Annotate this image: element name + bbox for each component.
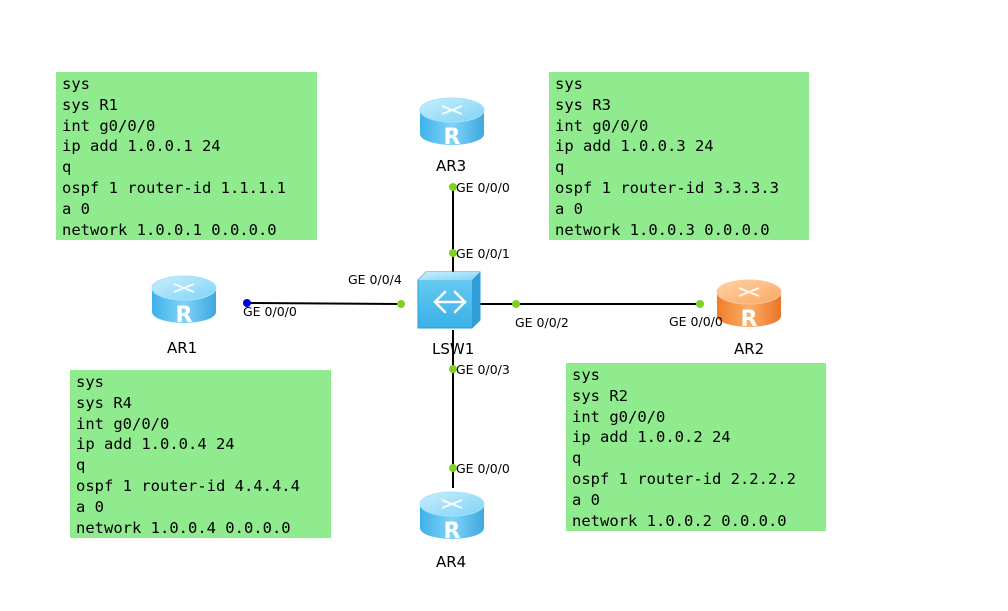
router-ar3-icon[interactable]: R bbox=[419, 97, 485, 150]
config-line: ip add 1.0.0.3 24 bbox=[555, 137, 714, 156]
config-line: int g0/0/0 bbox=[572, 407, 666, 426]
device-label-ar4: AR4 bbox=[436, 553, 467, 571]
config-line: sys bbox=[555, 75, 583, 93]
config-line: a 0 bbox=[555, 199, 583, 218]
port-dot-lsw-g002 bbox=[512, 300, 520, 308]
config-line: a 0 bbox=[572, 490, 600, 509]
config-line: ospf 1 router-id 2.2.2.2 bbox=[572, 469, 796, 488]
port-dot-ar4 bbox=[449, 464, 457, 472]
config-line: a 0 bbox=[62, 199, 90, 218]
port-label-lsw-g003: GE 0/0/3 bbox=[456, 362, 510, 377]
config-box-r3: sys sys R3 int g0/0/0 ip add 1.0.0.3 24 … bbox=[549, 72, 809, 240]
port-label-lsw-g002: GE 0/0/2 bbox=[515, 315, 569, 330]
config-line: int g0/0/0 bbox=[555, 116, 649, 135]
config-line: ospf 1 router-id 3.3.3.3 bbox=[555, 178, 779, 197]
config-line: a 0 bbox=[76, 497, 104, 516]
port-dot-lsw-g004 bbox=[397, 300, 405, 308]
router-ar1-icon[interactable]: R bbox=[151, 275, 217, 328]
config-line: int g0/0/0 bbox=[62, 116, 156, 135]
config-line: network 1.0.0.1 0.0.0.0 bbox=[62, 220, 277, 239]
port-label-ar1-g000: GE 0/0/0 bbox=[243, 304, 297, 319]
port-label-lsw-g004: GE 0/0/4 bbox=[348, 272, 402, 287]
config-line: network 1.0.0.2 0.0.0.0 bbox=[572, 511, 787, 530]
link-ar1-lsw1 bbox=[246, 302, 402, 305]
config-line: ospf 1 router-id 4.4.4.4 bbox=[76, 476, 300, 495]
device-label-ar1: AR1 bbox=[167, 339, 198, 357]
config-line: sys bbox=[76, 373, 104, 391]
port-dot-ar1 bbox=[243, 299, 251, 307]
device-label-lsw1: LSW1 bbox=[432, 340, 475, 358]
config-line: q bbox=[76, 456, 86, 475]
config-line: ip add 1.0.0.4 24 bbox=[76, 435, 235, 454]
port-label-ar4-g000: GE 0/0/0 bbox=[456, 461, 510, 476]
device-label-ar3: AR3 bbox=[436, 157, 467, 175]
config-line: network 1.0.0.3 0.0.0.0 bbox=[555, 220, 770, 239]
config-line: q bbox=[572, 449, 582, 468]
config-line: sys R3 bbox=[555, 95, 611, 114]
config-box-r2: sys sys R2 int g0/0/0 ip add 1.0.0.2 24 … bbox=[566, 363, 826, 531]
device-label-ar2: AR2 bbox=[734, 340, 765, 358]
port-label-ar2-g000: GE 0/0/0 bbox=[669, 314, 723, 329]
config-line: sys R2 bbox=[572, 386, 628, 405]
config-line: ip add 1.0.0.2 24 bbox=[572, 428, 731, 447]
config-line: sys R4 bbox=[76, 393, 132, 412]
config-line: ip add 1.0.0.1 24 bbox=[62, 137, 221, 156]
port-dot-lsw-g001 bbox=[449, 249, 457, 257]
svg-text:R: R bbox=[444, 519, 461, 544]
router-ar2-icon[interactable]: R bbox=[716, 279, 782, 332]
config-line: q bbox=[62, 158, 72, 177]
config-box-r4: sys sys R4 int g0/0/0 ip add 1.0.0.4 24 … bbox=[70, 370, 331, 538]
config-line: sys bbox=[62, 75, 90, 93]
port-label-ar3-g000: GE 0/0/0 bbox=[456, 180, 510, 195]
config-line: sys R1 bbox=[62, 95, 118, 114]
config-line: q bbox=[555, 158, 565, 177]
svg-text:R: R bbox=[176, 303, 193, 328]
config-line: ospf 1 router-id 1.1.1.1 bbox=[62, 178, 286, 197]
switch-lsw1-icon[interactable] bbox=[417, 271, 481, 329]
config-box-r1: sys sys R1 int g0/0/0 ip add 1.0.0.1 24 … bbox=[56, 72, 317, 240]
svg-text:R: R bbox=[741, 307, 758, 332]
port-dot-ar3 bbox=[449, 183, 457, 191]
router-ar4-icon[interactable]: R bbox=[419, 491, 485, 544]
config-line: int g0/0/0 bbox=[76, 414, 170, 433]
port-dot-lsw-g003 bbox=[449, 365, 457, 373]
port-label-lsw-g001: GE 0/0/1 bbox=[456, 246, 510, 261]
config-line: network 1.0.0.4 0.0.0.0 bbox=[76, 518, 291, 537]
port-dot-ar2 bbox=[696, 300, 704, 308]
config-line: sys bbox=[572, 366, 600, 384]
svg-text:R: R bbox=[444, 125, 461, 150]
